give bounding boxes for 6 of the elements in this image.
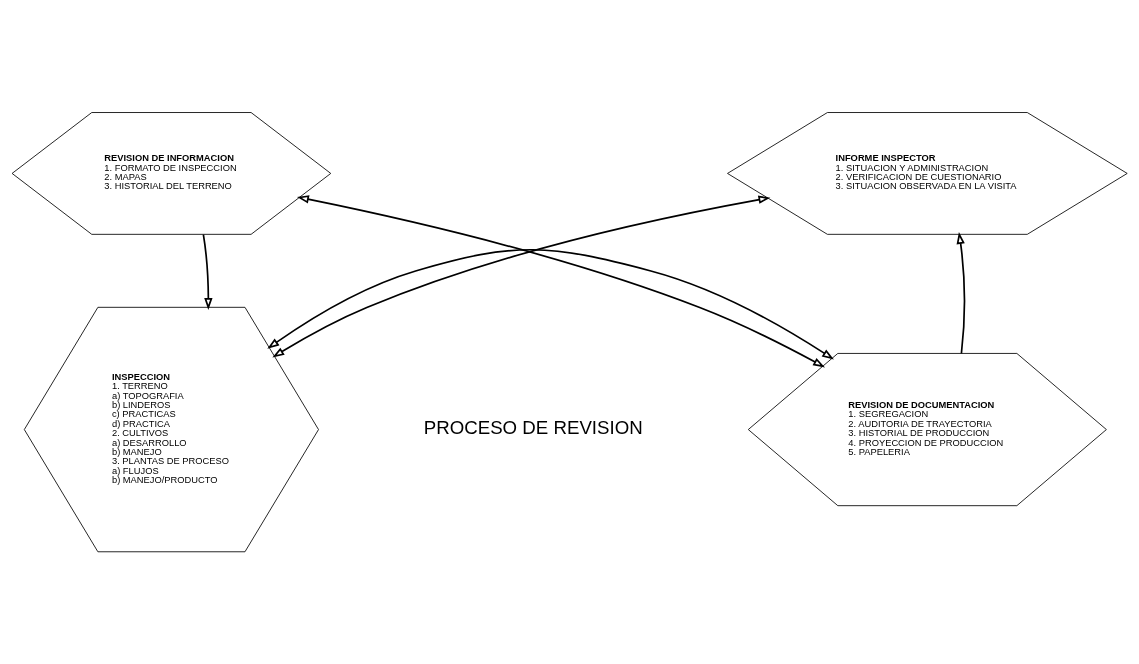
- arrow: [297, 195, 825, 368]
- label: PROCESO DE REVISION: [423, 417, 643, 439]
- arrow: [267, 248, 834, 360]
- arrow: [272, 195, 771, 358]
- arrow: [956, 232, 966, 355]
- arrow: [202, 233, 213, 310]
